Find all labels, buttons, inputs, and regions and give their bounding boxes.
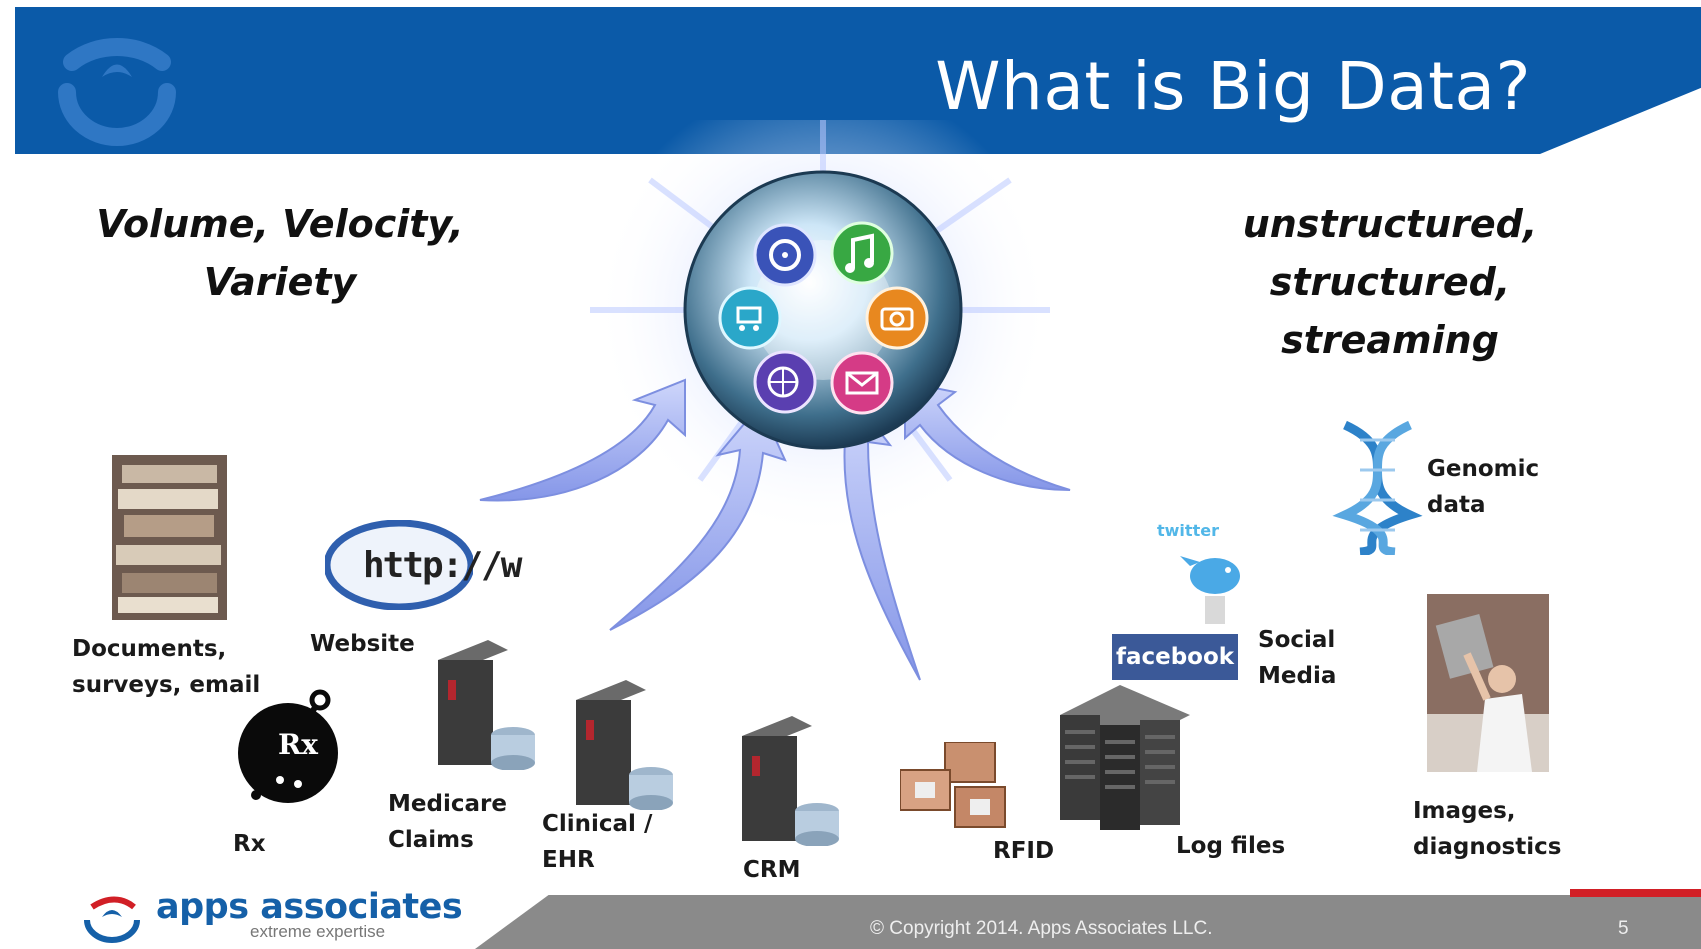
left-heading-line1: Volume, Velocity, [96, 202, 464, 246]
medicare-line2: Claims [388, 827, 474, 853]
documents-stack-icon [112, 455, 227, 620]
slide-title: What is Big Data? [935, 48, 1531, 125]
facebook-logo: facebook [1112, 634, 1238, 680]
logo-watermark-icon [58, 38, 176, 146]
film-reel-icon [753, 223, 817, 287]
twitter-wordmark: twitter [1157, 521, 1219, 540]
footer-accent [1570, 889, 1701, 897]
left-heading: Volume, Velocity, Variety [95, 195, 465, 311]
documents-line1: Documents, [72, 636, 227, 662]
documents-label: Documents, surveys, email [72, 631, 260, 703]
shopping-cart-icon [718, 286, 782, 350]
genomic-line1: Genomic [1427, 456, 1540, 482]
rx-symbol: Rx [278, 728, 318, 761]
clinical-line2: EHR [542, 847, 595, 873]
dna-helix-icon [1332, 420, 1423, 555]
genomic-label: Genomic data [1427, 451, 1539, 523]
brand-tagline: extreme expertise [250, 922, 386, 941]
rfid-tags-icon [900, 742, 1006, 828]
copyright-text: © Copyright 2014. Apps Associates LLC. [870, 918, 1213, 939]
rx-mortar-icon [238, 689, 338, 803]
left-heading-line2: Variety [203, 260, 357, 304]
clinical-line1: Clinical / [542, 811, 653, 837]
genomic-line2: data [1427, 492, 1486, 518]
website-url-text: http://w [363, 545, 522, 586]
hub-diagram [479, 120, 1071, 681]
log-files-label: Log files [1176, 833, 1286, 859]
website-lens-icon [325, 520, 473, 610]
medicare-server-icon [438, 640, 535, 770]
camera-icon [865, 286, 929, 350]
globe-cursor-icon [753, 350, 817, 414]
crm-label: CRM [743, 857, 801, 883]
images-line1: Images, [1413, 798, 1516, 824]
clinical-label: Clinical / EHR [542, 806, 652, 878]
social-label: Social Media [1258, 622, 1336, 694]
images-line2: diagnostics [1413, 834, 1562, 860]
rfid-label: RFID [993, 838, 1055, 864]
twitter-bird-icon [1180, 556, 1240, 624]
social-line1: Social [1258, 627, 1336, 653]
rx-label: Rx [233, 831, 266, 857]
mail-icon [830, 351, 894, 415]
right-heading-line2: structured, streaming [1269, 260, 1511, 362]
log-files-server-rack-icon [1060, 685, 1190, 830]
right-heading: unstructured, structured, streaming [1160, 195, 1620, 369]
medicare-label: Medicare Claims [388, 786, 507, 858]
images-label: Images, diagnostics [1413, 793, 1561, 865]
clinical-server-icon [576, 680, 673, 810]
website-label: Website [310, 631, 415, 657]
social-line2: Media [1258, 663, 1337, 689]
documents-line2: surveys, email [72, 672, 261, 698]
slide-number: 5 [1618, 918, 1629, 939]
brand-name: apps associates [156, 887, 463, 927]
footer-bar [475, 895, 1701, 949]
apps-associates-logo-icon [84, 896, 140, 943]
arrow-left [479, 378, 686, 502]
right-heading-line1: unstructured, [1242, 202, 1538, 246]
crm-server-icon [742, 716, 839, 846]
diagnostics-photo [1427, 594, 1549, 772]
music-note-icon [830, 221, 894, 285]
medicare-line1: Medicare [388, 791, 507, 817]
